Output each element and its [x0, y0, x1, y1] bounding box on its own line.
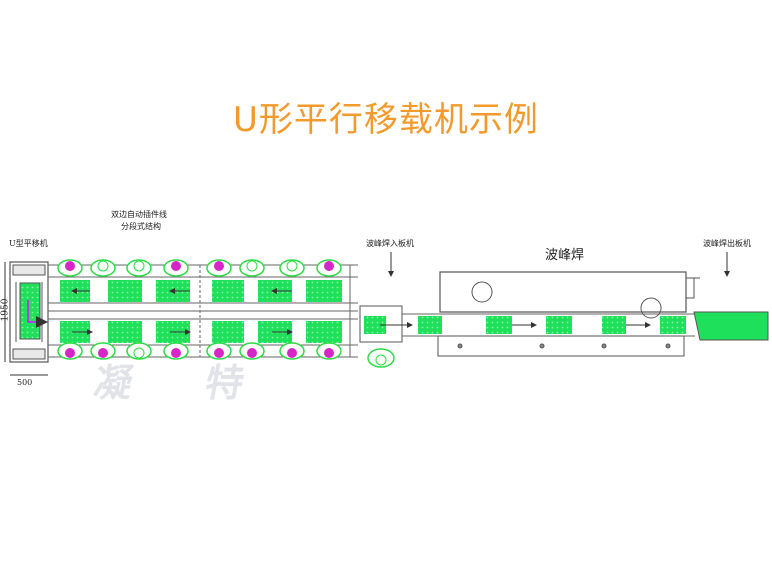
insertion-line-frame — [48, 264, 358, 358]
lower-conveyor-segments — [60, 321, 342, 343]
u-transfer-machine — [4, 261, 49, 376]
label-insertion-line: 双边自动插件线 — [111, 210, 167, 219]
label-segmented-structure: 分段式结构 — [121, 222, 161, 231]
operators-top — [57, 259, 342, 277]
wave-out-conveyor — [693, 252, 769, 341]
wave-in-conveyor — [359, 252, 413, 368]
flow-arrows — [71, 288, 293, 335]
label-wave-in: 波峰焊入板机 — [366, 239, 414, 248]
label-wave-solder: 波峰焊 — [545, 248, 585, 263]
label-u-transfer: U型平移机 — [9, 239, 48, 248]
page-title: U形平行移载机示例 — [233, 100, 539, 140]
label-wave-out: 波峰焊出板机 — [703, 239, 751, 248]
operators-bottom — [57, 342, 342, 360]
upper-conveyor-segments — [60, 280, 342, 302]
dimension-width: 500 — [17, 378, 33, 387]
wave-solder-machine — [402, 271, 700, 357]
